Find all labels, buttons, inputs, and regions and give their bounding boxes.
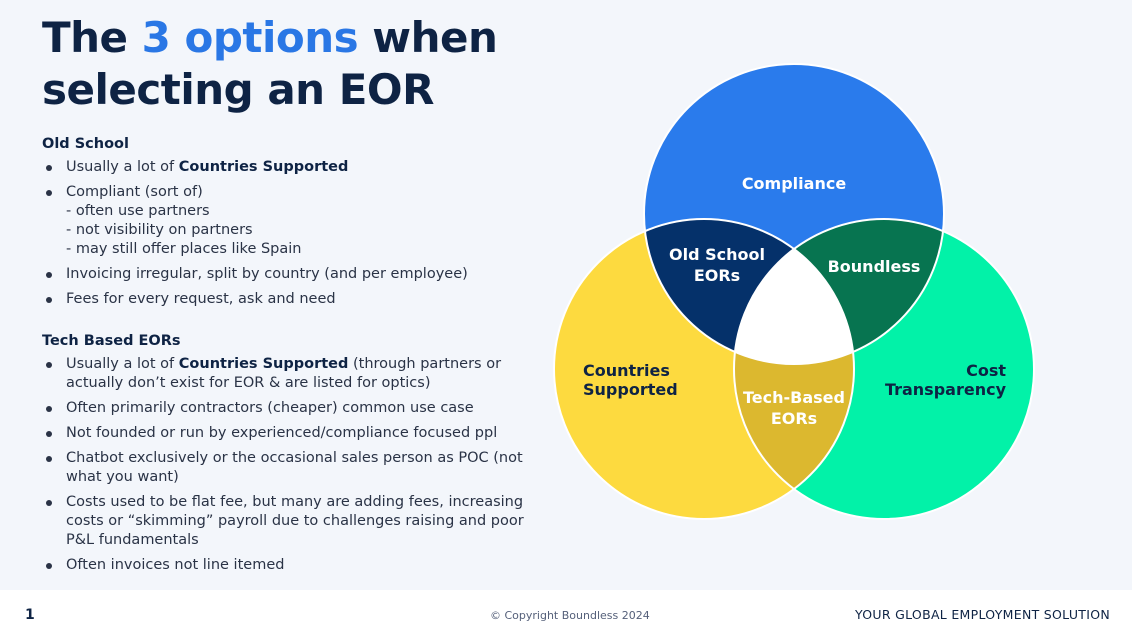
list-item: Usually a lot of Countries Supported (th… bbox=[42, 355, 542, 393]
list-item: Invoicing irregular, split by country (a… bbox=[42, 265, 542, 284]
list-item: Often invoices not line itemed bbox=[42, 556, 542, 575]
old-school-list: Usually a lot of Countries Supported Com… bbox=[42, 158, 542, 309]
tech-based-heading: Tech Based EORs bbox=[42, 333, 181, 349]
old-school-heading: Old School bbox=[42, 136, 129, 152]
slide-footer: 1 © Copyright Boundless 2024 YOUR GLOBAL… bbox=[0, 590, 1132, 635]
slide-title: The 3 options when selecting an EOR bbox=[42, 12, 562, 116]
tech-based-list: Usually a lot of Countries Supported (th… bbox=[42, 355, 542, 575]
list-item: Compliant (sort of)- often use partners-… bbox=[42, 183, 542, 259]
boundless-label: Boundless bbox=[828, 257, 921, 276]
tech-based-label-line2: EORs bbox=[771, 409, 817, 428]
venn-outlines bbox=[553, 63, 1035, 520]
copyright: © Copyright Boundless 2024 bbox=[490, 609, 650, 622]
venn-diagram: Compliance Countries Supported Cost Tran… bbox=[553, 63, 1035, 520]
list-item: Fees for every request, ask and need bbox=[42, 290, 542, 309]
tech-based-label-line1: Tech-Based bbox=[743, 388, 845, 407]
page-number: 1 bbox=[25, 607, 35, 623]
list-item: Often primarily contractors (cheaper) co… bbox=[42, 399, 542, 418]
title-highlight: 3 options bbox=[141, 13, 359, 62]
cost-label-line1: Cost bbox=[966, 361, 1006, 380]
list-item: Usually a lot of Countries Supported bbox=[42, 158, 542, 177]
title-prefix: The bbox=[42, 13, 142, 62]
countries-label-line2: Supported bbox=[583, 380, 678, 399]
options-text: Old School Usually a lot of Countries Su… bbox=[42, 136, 542, 581]
cost-label-line2: Transparency bbox=[885, 380, 1007, 399]
countries-label-line1: Countries bbox=[583, 361, 670, 380]
compliance-label: Compliance bbox=[742, 174, 847, 193]
center-region bbox=[734, 219, 854, 364]
old-school-label-line1: Old School bbox=[669, 245, 765, 264]
list-item: Chatbot exclusively or the occasional sa… bbox=[42, 449, 542, 487]
title-suffix: when selecting an EOR bbox=[42, 13, 498, 114]
old-school-label-line2: EORs bbox=[694, 266, 740, 285]
list-item: Costs used to be flat fee, but many are … bbox=[42, 493, 542, 550]
tagline: YOUR GLOBAL EMPLOYMENT SOLUTION bbox=[855, 607, 1110, 622]
list-item: Not founded or run by experienced/compli… bbox=[42, 424, 542, 443]
